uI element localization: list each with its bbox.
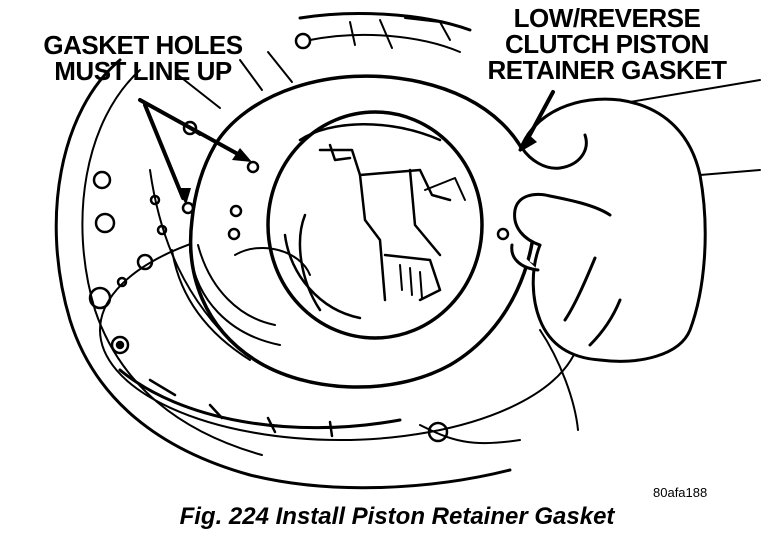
- case-bolt-holes: [88, 32, 449, 443]
- figure-reference-code: 80afa188: [653, 485, 708, 500]
- retainer-gasket-callout-line-2: CLUTCH PISTON: [505, 29, 709, 59]
- gasket-holes-callout-line-1: GASKET HOLES: [43, 30, 243, 60]
- lower-hub: [189, 244, 311, 346]
- gasket-holes-leaders: [138, 98, 247, 200]
- retainer-gasket-leader: [524, 90, 555, 144]
- retainer-gasket: [188, 74, 538, 389]
- internal-clutch-hub: [283, 123, 466, 320]
- gasket-holes: [181, 160, 510, 241]
- retainer-gasket-callout: LOW/REVERSE CLUTCH PISTON RETAINER GASKE…: [462, 5, 752, 83]
- retainer-gasket-callout-line-3: RETAINER GASKET: [487, 55, 727, 85]
- hand: [510, 79, 761, 363]
- gasket-holes-callout-line-2: MUST LINE UP: [54, 56, 232, 86]
- figure-caption: Fig. 224 Install Piston Retainer Gasket: [179, 503, 615, 530]
- arrowheads: [177, 133, 537, 205]
- transmission-case: [54, 12, 512, 490]
- gasket-holes-callout: GASKET HOLES MUST LINE UP: [33, 32, 253, 84]
- retainer-gasket-callout-line-1: LOW/REVERSE: [513, 3, 701, 33]
